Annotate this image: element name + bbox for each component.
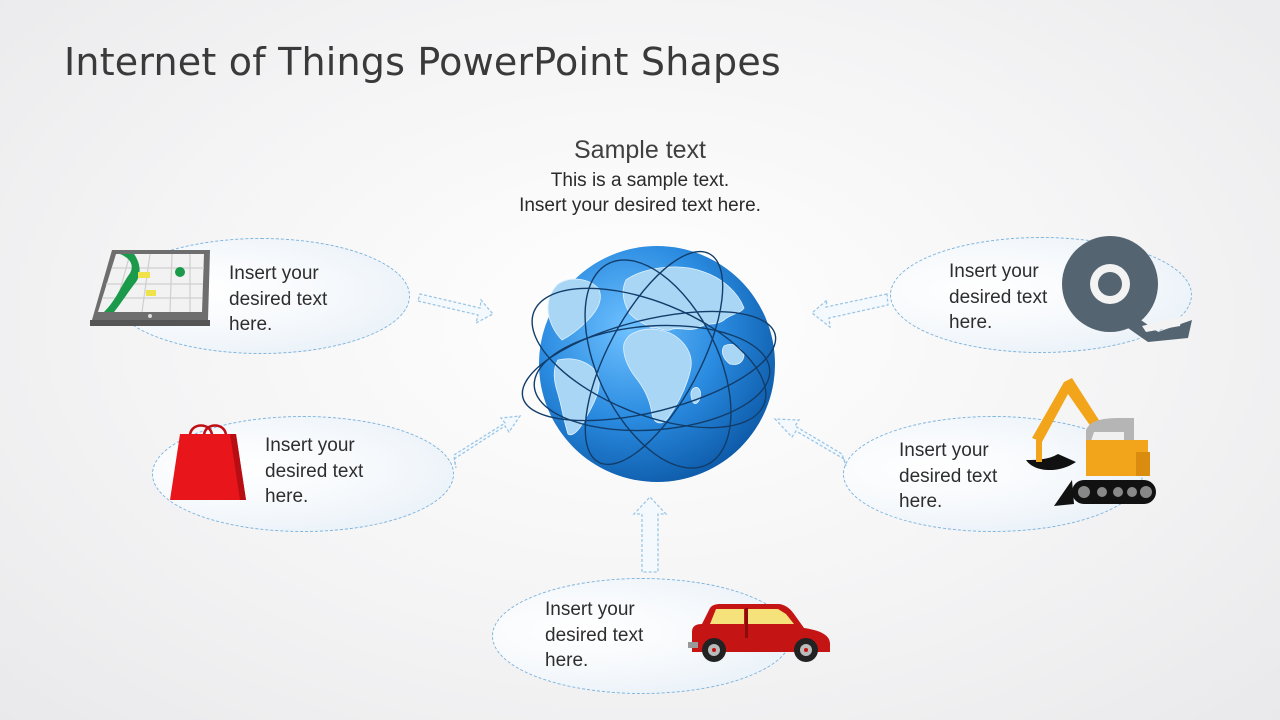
node-text-line: desired text <box>265 460 364 482</box>
node-text-line: here. <box>545 650 589 671</box>
car-icon <box>688 604 830 662</box>
shopping-bag-icon <box>170 424 246 500</box>
node-text-line: desired text <box>545 624 644 646</box>
excavator-icon <box>1026 378 1156 506</box>
slide-title: Internet of Things PowerPoint Shapes <box>64 40 781 84</box>
node-text-line: here. <box>265 486 309 507</box>
node-text-car: Insert your desired text here. <box>545 597 643 674</box>
center-line-1: This is a sample text. <box>550 170 730 191</box>
node-text-line: here. <box>229 314 273 335</box>
node-text-line: desired text <box>229 288 328 310</box>
arrow-bag-to-globe <box>453 415 522 469</box>
center-heading: Sample text <box>573 136 706 164</box>
arrow-excavator-to-globe <box>773 418 847 467</box>
tablet-map-icon <box>90 250 210 326</box>
node-text-line: here. <box>899 491 943 512</box>
arrow-car-to-globe <box>632 496 668 573</box>
node-text-line: Insert your <box>899 440 989 461</box>
node-text-line: here. <box>949 312 993 333</box>
node-text-line: Insert your <box>949 261 1039 282</box>
node-text-excavator: Insert your desired text here. <box>899 438 997 515</box>
node-text-bag: Insert your desired text here. <box>265 433 363 510</box>
arrow-tablet-to-globe <box>417 293 495 325</box>
globe-icon <box>521 246 777 482</box>
tape-measure-icon <box>1062 236 1192 342</box>
node-text-tape: Insert your desired text here. <box>949 259 1047 336</box>
center-line-2: Insert your desired text here. <box>519 195 761 216</box>
node-text-line: Insert your <box>265 435 355 456</box>
node-text-tablet: Insert your desired text here. <box>229 261 327 338</box>
center-text-block: Sample text This is a sample text. Inser… <box>440 132 840 218</box>
arrow-tape-to-globe <box>810 293 889 329</box>
node-text-line: desired text <box>899 465 998 487</box>
node-text-line: Insert your <box>545 599 635 620</box>
node-text-line: Insert your <box>229 263 319 284</box>
node-text-line: desired text <box>949 286 1048 308</box>
